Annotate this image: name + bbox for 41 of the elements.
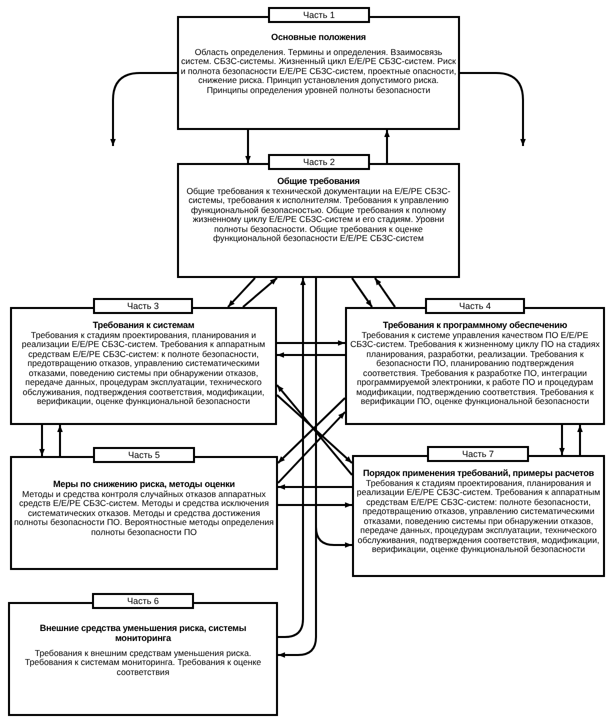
arrow [110,72,177,146]
arrow [384,130,390,163]
part-title: Порядок применения требований, примеры расчетов [362,469,595,479]
arrow [278,484,352,490]
arrow [245,130,251,163]
part-description: Область определения. Термины и определения. Взаимосвязь систем. СБЗС-системы. Жизненный цикл Е/Е/РЕ СБЗС-систем. Риск и полнота безопасности Е/Е/РЕ СБЗС-систем, проектные опасности, снижение риска. Принцип установления допустимого риска. Принципы определения уровней полноты безопасности [180,48,457,96]
part-description: Требования к стадиям проектирования, планирования и реализации Е/Е/РЕ СБЗС-систем. Требования к аппаратным средствам Е/Е/РЕ СБЗС-систем: полноте безопасности, предотвращению отказов, управлению систематическими отказами, поведению системы при обнаружении отказов, передаче данных, процедурам эксплуатации, технического обслуживания, подтверждения соответствия, модификации, верификации, оценке функциональной безопасности [356,478,602,555]
arrow [577,425,583,455]
arrow [242,277,278,308]
arrow [277,352,345,358]
arrow [559,425,565,455]
arrow [374,277,396,308]
arrow [278,278,306,638]
part-number-tab: Часть 5 [93,447,195,463]
arrow [315,278,352,548]
part-number-tab: Часть 1 [268,7,370,23]
part-description: Требования к внешним средствам уменьшения риска. Требования к системам мониторинга. Требования к оценке соответствия [24,648,262,678]
part-description: Требования к системе управления качеством ПО Е/Е/РЕ СБЗС-систем. Требования к жизненному циклу ПО на стадиях планирования, разработки, реализации. Требования к безопасности ПО, планированию подтверждения соответствия. Требования к разработке ПО, интеграции программируемой электроники, к работе ПО и процедурам модификации, подтверждению соответствия. Требования к верификации ПО, оценке функциональной безопасности [349,330,601,407]
part-title: Основные положения [270,33,367,43]
part-title: Внешние средства уменьшения риска, системы мониторинга [38,624,248,644]
part-number-tab: Часть 6 [92,593,194,609]
arrow [277,340,345,346]
part-title: Требования к системам [92,321,196,331]
part-number-tab: Часть 7 [427,446,529,462]
part-title: Общие требования [276,177,361,187]
part-number-tab: Часть 3 [93,298,193,314]
arrow [278,502,352,508]
part-title: Меры по снижению риска, методы оценки [52,480,236,490]
arrow [277,411,346,484]
part-description: Общие требования к технической документации на Е/Е/РЕ СБЗС-системы, требования к исполнителям. Требования к управлению функциональной безопасностью. Общие требования к полному жизненному циклу Е/Е/РЕ СБЗС-систем и его стадиям. Уровни полноты безопасности. Общие требования к оценке функциональной безопасности Е/Е/РЕ СБЗС-систем [185,186,452,244]
arrow [460,72,526,146]
arrow [57,425,63,456]
part-number-tab: Часть 2 [268,154,370,170]
part-description: Методы и средства контроля случайных отказов аппаратных средств Е/Е/РЕ СБЗС-систем. Методы и средства исключения систематических отказов. Методы и средства достижения полноты безопасности ПО. Вероятностные методы определения полноты безопасности ПО [13,490,275,538]
part-number-tab: Часть 4 [425,298,525,314]
arrow [351,277,373,308]
arrow [276,384,353,476]
arrow [39,425,45,456]
part-title: Требования к программному обеспечению [382,321,568,331]
arrow [227,277,256,308]
part-description: Требования к стадиям проектирования, планирования и реализации Е/Е/РЕ СБЗС-систем. Требования к аппаратным средствам Е/Е/РЕ СБЗС-систем: к полноте безопасности, предотвращению отказов, управлению систематическими отказами, поведению системы при обнаружении отказов, передаче данных, процедурам эксплуатации, технического обслуживания, подтверждения соответствия, модификации, верификации, оценке функциональной безопасности [20,330,266,407]
